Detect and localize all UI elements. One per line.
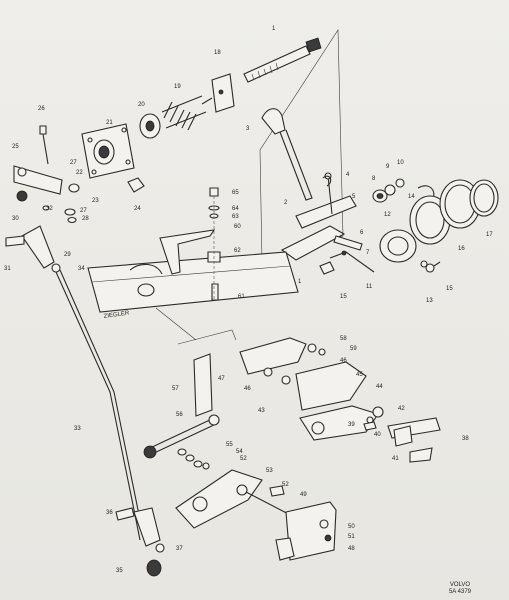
fork-middle: [295, 361, 367, 411]
callout-c27b: 27: [80, 208, 87, 214]
callout-c19: 19: [174, 84, 181, 90]
callout-c43: 43: [258, 408, 265, 414]
gear-lever-assembly: [243, 29, 499, 275]
callout-c36: 36: [106, 510, 113, 516]
lower-linkage-assembly: [143, 307, 441, 561]
callout-c27: 27: [70, 160, 77, 166]
bolt-31: [5, 235, 25, 247]
callout-c46b: 46: [244, 386, 251, 392]
callout-c13: 13: [426, 298, 433, 304]
lever-base-bracket: [280, 225, 346, 261]
callout-c21: 21: [106, 120, 113, 126]
callout-c45: 45: [356, 372, 363, 378]
callout-c62: 62: [234, 248, 241, 254]
callout-c44: 44: [376, 384, 383, 390]
upper-linkage-assembly: [5, 73, 235, 273]
callout-c7: 7: [366, 250, 370, 256]
frame-stamp-text: ZIEGLER: [103, 310, 130, 320]
callout-c14: 14: [408, 194, 415, 200]
callout-c5: 5: [352, 194, 356, 200]
callout-c53: 53: [266, 468, 273, 474]
callout-c30: 30: [12, 216, 19, 222]
callout-c17: 17: [486, 232, 493, 238]
callout-c1b: 1: [298, 279, 302, 285]
callout-c51: 51: [348, 534, 355, 540]
callout-c37: 37: [176, 546, 183, 552]
callout-c52b: 52: [282, 482, 289, 488]
callout-c18: 18: [214, 50, 221, 56]
lever-knob: [261, 108, 286, 135]
callout-c54: 54: [236, 449, 243, 455]
callout-c15: 15: [340, 294, 347, 300]
callout-c16: 16: [458, 246, 465, 252]
callout-c9: 9: [386, 164, 390, 170]
callout-c52: 52: [240, 456, 247, 462]
callout-c4: 4: [346, 172, 350, 178]
callout-c2: 2: [284, 200, 288, 206]
callout-c31: 31: [4, 266, 11, 272]
brand-label: VOLVO: [449, 582, 471, 588]
callout-c55: 55: [226, 442, 233, 448]
drawing-code: 5A 4379: [448, 589, 471, 595]
callout-c39: 39: [348, 422, 355, 428]
callout-c48: 48: [348, 546, 355, 552]
callout-c38: 38: [462, 436, 469, 442]
callout-c40: 40: [374, 432, 381, 438]
callout-c1: 1: [272, 26, 276, 32]
frame-channel: ZIEGLER: [87, 187, 299, 320]
callout-c58: 58: [340, 336, 347, 342]
callout-c29: 29: [64, 252, 71, 258]
callout-labels: 1123456789101112131415151617181920212223…: [4, 26, 493, 574]
control-rod: [55, 269, 165, 577]
callout-c26: 26: [38, 106, 45, 112]
callout-c28: 28: [82, 216, 89, 222]
callout-c12: 12: [384, 212, 391, 218]
callout-c22: 22: [76, 170, 83, 176]
pivot-arm: [21, 225, 55, 269]
callout-c25: 25: [12, 144, 19, 150]
callout-c8: 8: [372, 176, 376, 182]
callout-c46: 46: [340, 358, 347, 364]
callout-c57: 57: [172, 386, 179, 392]
callout-c6: 6: [360, 230, 364, 236]
callout-c20: 20: [138, 102, 145, 108]
bushing-35: [146, 559, 162, 577]
bracket-60: [159, 229, 216, 275]
callout-c56: 56: [176, 412, 183, 418]
callout-c23: 23: [92, 198, 99, 204]
callout-c11: 11: [366, 284, 373, 290]
fork-upper: [239, 337, 307, 375]
crank-arm: [175, 469, 263, 529]
bracket-57: [193, 353, 213, 417]
callout-c32: 32: [46, 206, 53, 212]
callout-c49: 49: [300, 492, 307, 498]
callout-c59: 59: [350, 346, 357, 352]
callout-c42: 42: [398, 406, 405, 412]
callout-c64: 64: [232, 206, 239, 212]
threaded-shaft: [243, 45, 311, 83]
callout-c65: 65: [232, 190, 239, 196]
callout-c63: 63: [232, 214, 239, 220]
callout-c34: 34: [78, 266, 85, 272]
callout-c50: 50: [348, 524, 355, 530]
callout-c10: 10: [397, 160, 404, 166]
callout-c15b: 15: [446, 286, 453, 292]
drawing-reference-block: VOLVO 5A 4379: [449, 582, 471, 596]
callout-c47: 47: [218, 376, 225, 382]
callout-c61: 61: [238, 294, 245, 300]
callout-c60: 60: [234, 224, 241, 230]
callout-c35: 35: [116, 568, 123, 574]
callout-c24: 24: [134, 206, 141, 212]
callout-c3: 3: [246, 126, 250, 132]
callout-c33: 33: [74, 426, 81, 432]
callout-c41: 41: [392, 456, 399, 462]
coil-spring: [161, 95, 207, 131]
